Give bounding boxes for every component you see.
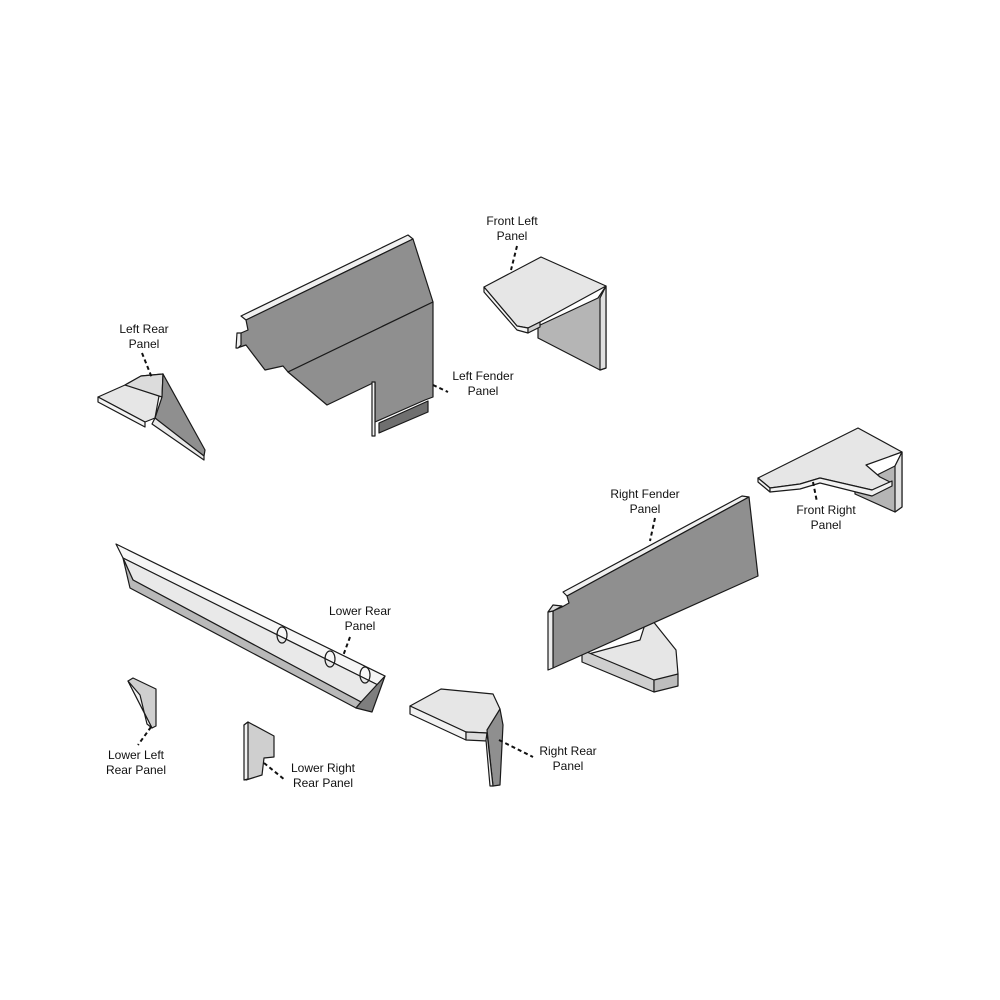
label-line-1: Right Rear [539,744,597,758]
label-line-2: Panel [128,337,160,351]
label-left-fender-panel: Left Fender Panel [440,369,526,399]
label-line-1: Lower Right [290,761,356,775]
label-line-2: Rear Panel [292,776,354,790]
label-line-2: Panel [552,759,584,773]
label-line-2: Panel [810,518,842,532]
label-line-1: Lower Rear [328,604,392,618]
label-line-1: Lower Left [107,748,165,762]
label-right-fender-panel: Right Fender Panel [600,487,690,517]
label-right-rear-panel: Right Rear Panel [528,744,608,774]
label-lower-right-rear-panel: Lower Right Rear Panel [282,761,364,791]
right-fender-panel-shape [547,495,759,693]
right-rear-panel-shape [409,688,504,787]
label-line-2: Panel [629,502,661,516]
left-rear-panel-shape [97,373,206,461]
label-line-2: Panel [344,619,376,633]
label-line-1: Front Left [486,214,538,228]
label-line-2: Panel [467,384,499,398]
lower-left-rear-panel-shape [127,677,157,729]
label-lower-rear-panel: Lower Rear Panel [320,604,400,634]
lower-rear-panel-shape [115,543,386,713]
lower-right-rear-panel-shape [243,721,275,781]
label-left-rear-panel: Left Rear Panel [106,322,182,352]
label-line-1: Left Fender [452,369,514,383]
front-right-panel-shape [757,427,903,513]
label-front-left-panel: Front Left Panel [474,214,550,244]
label-line-1: Left Rear [119,322,169,336]
label-line-2: Panel [496,229,528,243]
label-line-1: Right Fender [610,487,680,501]
label-line-2: Rear Panel [105,763,167,777]
label-lower-left-rear-panel: Lower Left Rear Panel [96,748,176,778]
left-fender-panel-shape [235,234,434,437]
label-line-1: Front Right [796,503,856,517]
label-front-right-panel: Front Right Panel [783,503,869,533]
leader-lines [137,245,818,781]
front-left-panel-shape [483,256,607,371]
